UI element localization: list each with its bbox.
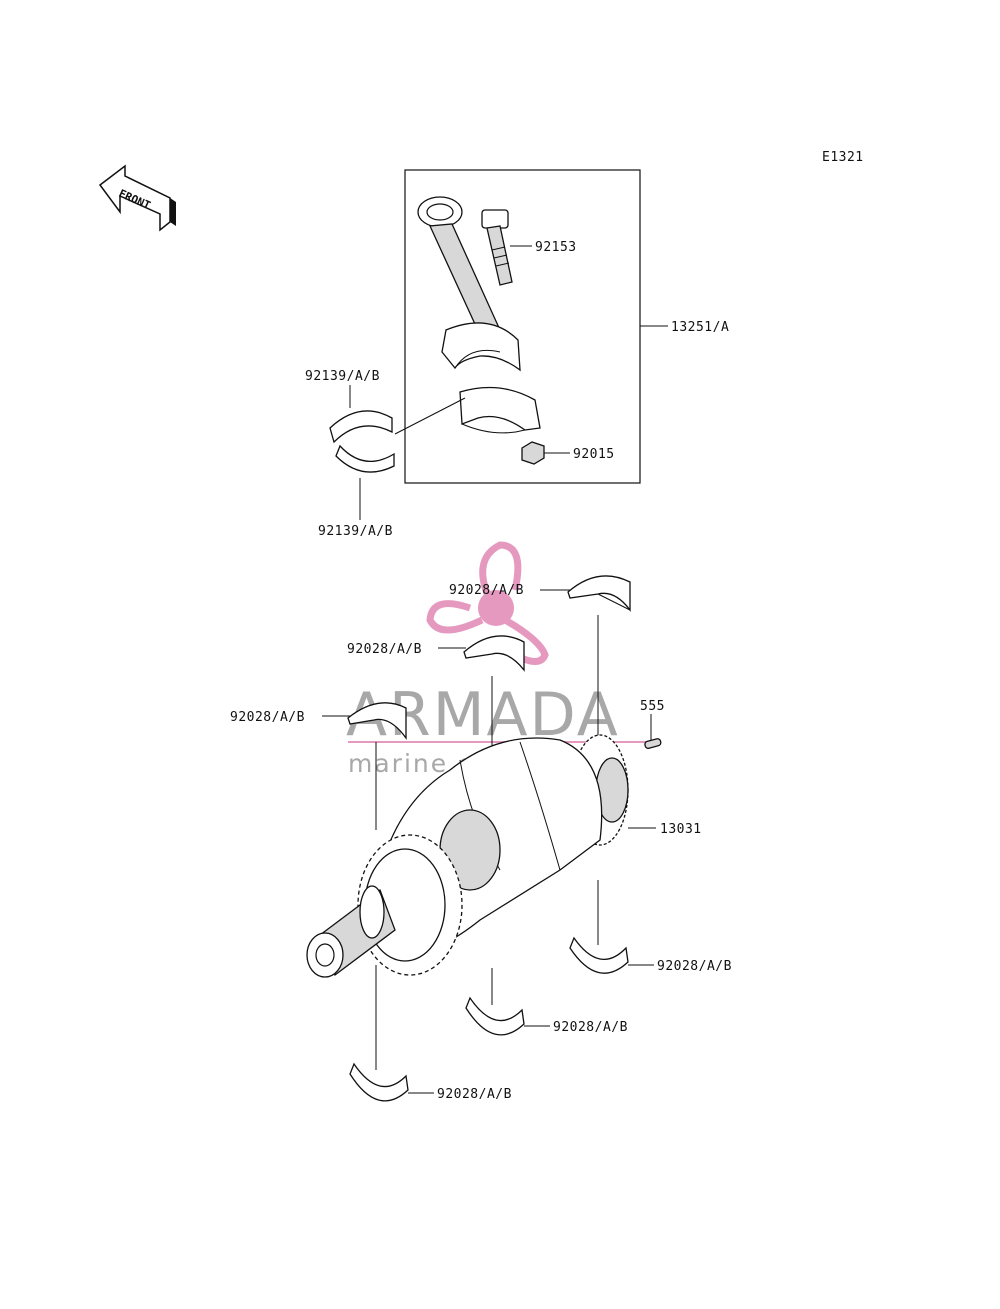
callout-13251-a: 13251/A [671, 320, 729, 335]
main-bearing-lower-left [349, 1062, 409, 1102]
callout-92139-upper: 92139/A/B [305, 369, 380, 384]
diagram-code: E1321 [822, 150, 864, 165]
callout-92139-lower: 92139/A/B [318, 524, 393, 539]
crankshaft [306, 734, 629, 978]
callout-555: 555 [640, 699, 665, 714]
conrod-bearing-lower [335, 444, 395, 473]
main-bearing-lower-right [569, 936, 629, 974]
main-bearing-top [567, 575, 631, 612]
conrod-bolt [481, 209, 513, 286]
main-bearing-left [347, 702, 407, 740]
conrod-nut [521, 441, 545, 465]
main-bearing-lower-mid [465, 996, 525, 1036]
callout-92153: 92153 [535, 240, 577, 255]
callout-92028-mid: 92028/A/B [347, 642, 422, 657]
main-bearing-mid [463, 635, 525, 672]
callout-92028-lower-right: 92028/A/B [657, 959, 732, 974]
callout-92028-lower-left: 92028/A/B [437, 1087, 512, 1102]
callout-92028-lower-mid: 92028/A/B [553, 1020, 628, 1035]
rod-cap [459, 386, 541, 434]
front-arrow-icon: FRONT [98, 164, 176, 232]
connecting-rod [417, 196, 521, 372]
callout-92028-top: 92028/A/B [449, 583, 524, 598]
callout-92028-left: 92028/A/B [230, 710, 305, 725]
propeller-logo-icon [426, 541, 549, 665]
callout-92015: 92015 [573, 447, 615, 462]
dowel-pin [644, 738, 662, 749]
conrod-bearing-upper [329, 410, 393, 444]
callout-13031: 13031 [660, 822, 702, 837]
